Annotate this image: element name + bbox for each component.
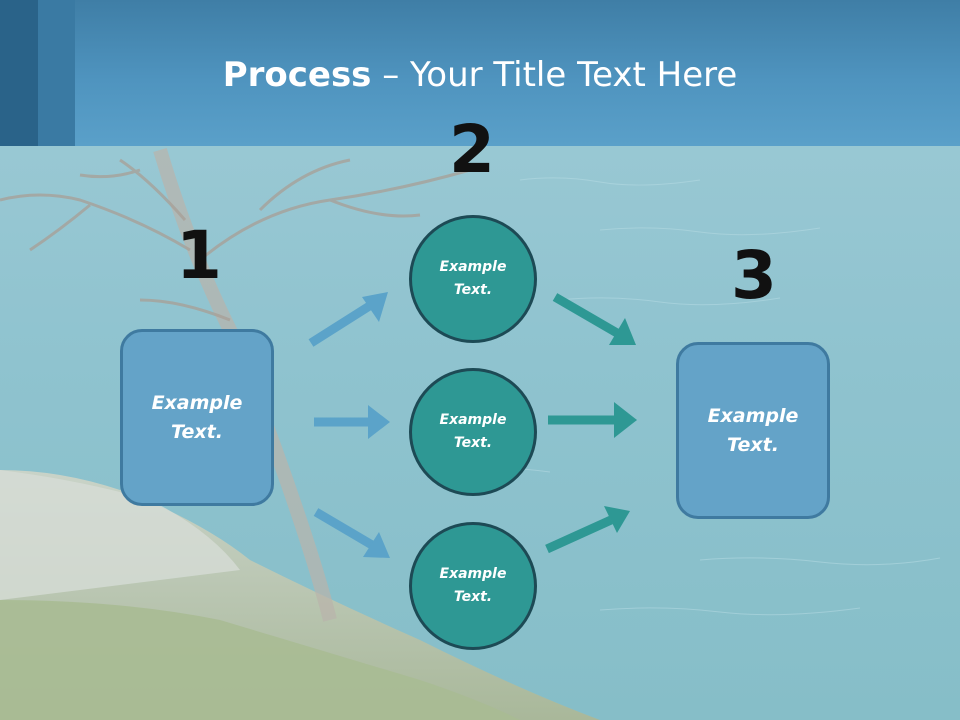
step-3-text: Example Text. <box>707 404 799 456</box>
title-bold: Process <box>222 55 372 95</box>
arrow-from-middle-circle <box>548 402 637 438</box>
title-rest: – Your Title Text Here <box>371 55 738 95</box>
step-2-circle-bottom[interactable]: Example Text. <box>409 522 537 650</box>
arrow-from-bottom-circle <box>545 506 630 554</box>
step-1-text: Example Text. <box>151 391 243 443</box>
step-2-circle-top[interactable]: Example Text. <box>409 215 537 343</box>
step-number-3[interactable]: 3 <box>731 237 777 314</box>
slide-title[interactable]: Process – Your Title Text Here <box>0 54 960 96</box>
circle-bottom-text: Example Text. <box>439 566 507 605</box>
step-2-circle-middle[interactable]: Example Text. <box>409 368 537 496</box>
step-1-box[interactable]: Example Text. <box>120 329 274 506</box>
step-number-1[interactable]: 1 <box>176 217 222 294</box>
title-bar <box>0 0 960 146</box>
step-3-box[interactable]: Example Text. <box>676 342 830 519</box>
circle-middle-text: Example Text. <box>439 412 507 451</box>
arrow-from-top-circle <box>552 293 636 345</box>
header-accent-mid <box>38 0 75 146</box>
circle-top-text: Example Text. <box>439 259 507 298</box>
arrow-to-middle-circle <box>314 405 390 439</box>
arrow-to-top-circle <box>308 292 388 347</box>
header-accent-dark <box>0 0 38 146</box>
step-number-2[interactable]: 2 <box>449 111 495 188</box>
arrow-to-bottom-circle <box>313 508 390 558</box>
